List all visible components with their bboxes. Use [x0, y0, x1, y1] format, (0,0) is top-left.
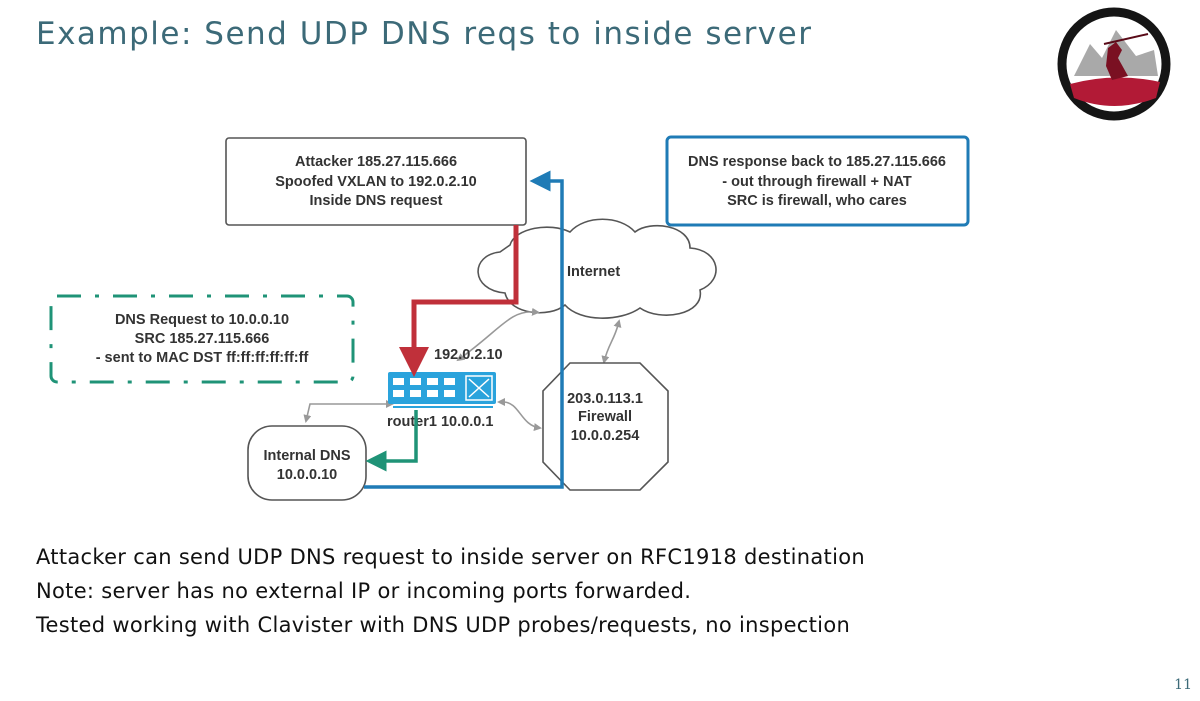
firewall-internet-link: [601, 319, 622, 364]
request-box: [49, 294, 355, 384]
attack-path-arrow: [399, 225, 519, 377]
internet-label: Internet: [567, 264, 620, 280]
router-dns-link: [303, 400, 394, 423]
page-number: 11: [1174, 677, 1192, 693]
response-line-2: - out through firewall + NAT: [722, 174, 912, 190]
router-ip-label: 192.0.2.10: [434, 347, 503, 363]
samurai-logo: [1057, 7, 1171, 121]
response-box: [665, 135, 970, 227]
router-switch-icon: [388, 372, 496, 408]
attacker-line-2: Spoofed VXLAN to 192.0.2.10: [275, 174, 476, 190]
body-line-1: Attacker can send UDP DNS request to ins…: [36, 545, 865, 569]
body-text: Attacker can send UDP DNS request to ins…: [36, 540, 865, 642]
request-line-3: - sent to MAC DST ff:ff:ff:ff:ff:ff: [96, 350, 309, 366]
dns-line-1: Internal DNS: [263, 448, 350, 464]
router-firewall-link: [497, 398, 542, 432]
attacker-box: [225, 137, 527, 226]
router-internet-link: [456, 307, 540, 362]
slide-title: Example: Send UDP DNS reqs to inside ser…: [36, 16, 813, 52]
body-line-2: Note: server has no external IP or incom…: [36, 579, 692, 603]
attacker-line-1: Attacker 185.27.115.666: [295, 154, 457, 170]
dns-line-2: 10.0.0.10: [277, 467, 337, 483]
response-line-1: DNS response back to 185.27.115.666: [688, 154, 946, 170]
firewall-line-1: 203.0.113.1: [567, 391, 643, 407]
request-line-2: SRC 185.27.115.666: [135, 331, 270, 347]
firewall-line-3: 10.0.0.254: [571, 428, 640, 444]
response-path-arrow: [364, 170, 564, 489]
firewall-node: [542, 362, 669, 491]
response-line-3: SRC is firewall, who cares: [727, 193, 907, 209]
firewall-line-2: Firewall: [578, 409, 632, 425]
attacker-line-3: Inside DNS request: [310, 193, 443, 209]
router-label: router1 10.0.0.1: [387, 414, 493, 430]
request-line-1: DNS Request to 10.0.0.10: [115, 312, 289, 328]
request-path-arrow: [365, 410, 418, 472]
body-line-3: Tested working with Clavister with DNS U…: [36, 613, 851, 637]
